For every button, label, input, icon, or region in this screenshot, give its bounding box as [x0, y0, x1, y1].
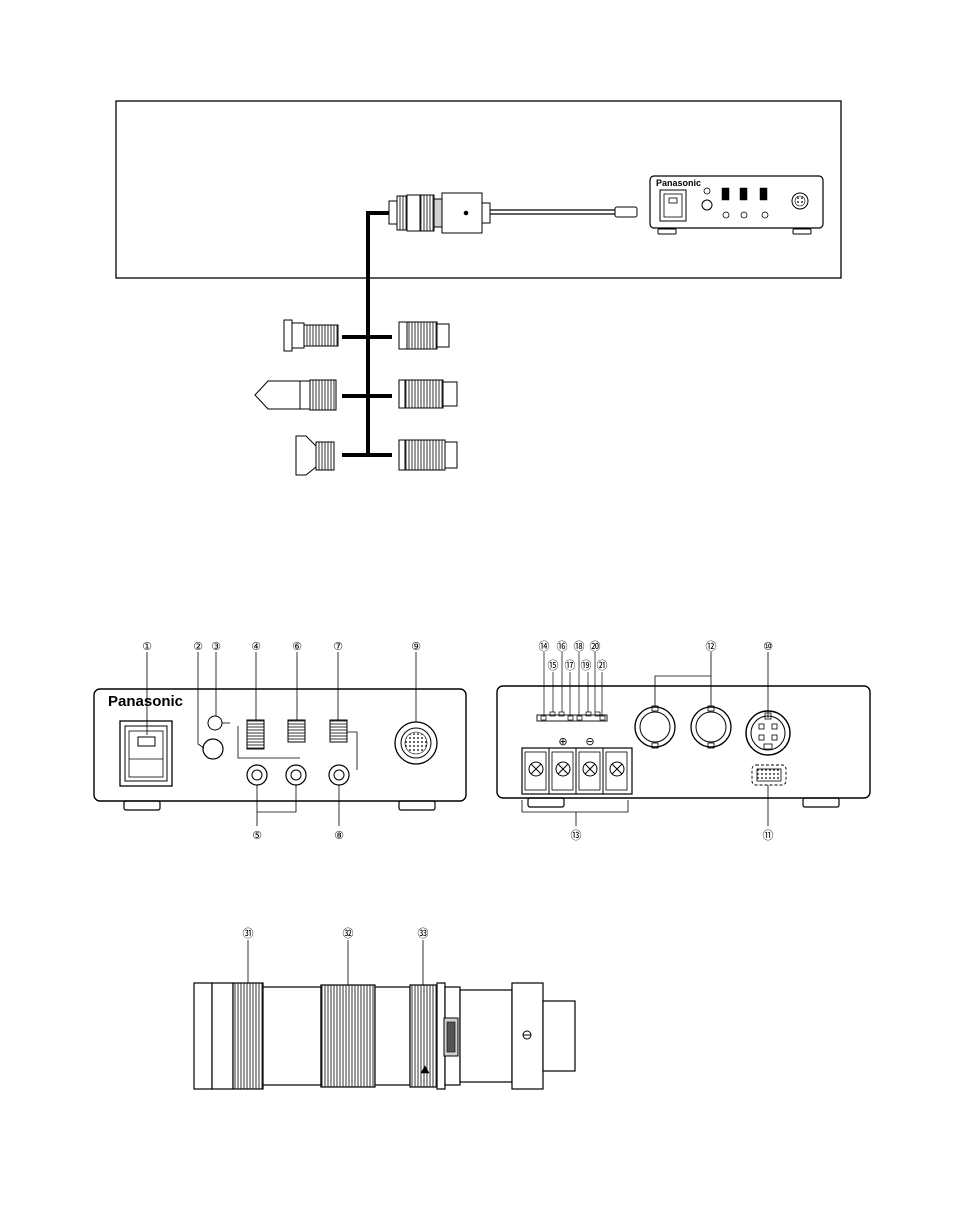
rear-callouts: ⑭ ⑯ ⑱ ⑳ ⑮ ⑰ ⑲ ㉑ ⑫ ⑩ ⑬ ⑪ ⊕ ⊖: [539, 640, 774, 842]
rear-panel: [496, 652, 871, 826]
power-switch[interactable]: [119, 720, 173, 787]
lens-front-cap: [193, 982, 213, 1090]
callout-20: ⑳: [590, 640, 601, 653]
terminal-plus-mark: ⊕: [558, 735, 567, 748]
front-brand-logo: Panasonic: [108, 693, 183, 710]
lens-connection-line: [366, 211, 389, 455]
front-foot-right: [398, 800, 436, 811]
callout-1: ①: [142, 640, 152, 653]
rear-foot-right: [802, 797, 840, 808]
rear-foot-left: [527, 797, 565, 808]
knob-5-left[interactable]: [246, 764, 268, 786]
callout-33: ㉝: [418, 927, 429, 940]
adapter-option-3-right: [398, 439, 458, 471]
callout-5: ⑤: [252, 829, 262, 842]
terminal-block[interactable]: [521, 747, 633, 795]
slide-switch-7[interactable]: [329, 719, 348, 743]
slide-switch-4[interactable]: [246, 719, 265, 750]
callout-13: ⑬: [571, 829, 582, 842]
knob-8[interactable]: [328, 764, 350, 786]
cable-plug: [614, 206, 638, 218]
adapter-option-2-right: [398, 379, 458, 409]
system-overview: Panasonic: [115, 100, 842, 457]
lens-option-2-left: [254, 379, 337, 411]
dip-switch-bank[interactable]: [536, 711, 608, 722]
overview-frame: [115, 100, 842, 279]
callout-11: ⑪: [763, 829, 774, 842]
callout-32: ㉜: [343, 927, 354, 940]
lens-index-mark: [420, 1065, 430, 1074]
callout-17: ⑰: [565, 659, 576, 672]
terminal-minus-mark: ⊖: [585, 735, 594, 748]
front-panel-body: [93, 688, 467, 802]
lens-mount: [542, 1000, 576, 1072]
lens-detail: [193, 940, 576, 1090]
adapter-option-1-right: [398, 321, 450, 350]
lens-callouts: ㉛ ㉜ ㉝: [243, 927, 429, 940]
dotted-connector[interactable]: [751, 764, 787, 786]
callout-8: ⑧: [334, 829, 344, 842]
callout-4: ④: [251, 640, 261, 653]
front-panel: [93, 652, 467, 826]
bnc-connector-left[interactable]: [634, 705, 676, 749]
callout-3: ③: [211, 640, 221, 653]
bnc-connector-right[interactable]: [690, 705, 732, 749]
push-button[interactable]: [202, 738, 224, 760]
callout-2: ②: [193, 640, 203, 653]
lens-ring-31[interactable]: [232, 982, 264, 1090]
callout-12: ⑫: [706, 640, 717, 653]
callout-16: ⑯: [557, 640, 568, 653]
multi-pin-connector[interactable]: [394, 721, 438, 765]
callout-21: ㉑: [597, 659, 608, 672]
front-foot-left: [123, 800, 161, 811]
callout-14: ⑭: [539, 640, 550, 653]
callout-9: ⑨: [411, 640, 421, 653]
slide-switch-6[interactable]: [287, 719, 306, 743]
lens-option-3-left: [295, 435, 335, 476]
callout-18: ⑱: [574, 640, 585, 653]
front-callouts: ① ② ③ ④ ⑥ ⑦ ⑨ ⑤ ⑧: [142, 640, 421, 842]
lens-ring-32[interactable]: [320, 984, 376, 1088]
callout-7: ⑦: [333, 640, 343, 653]
callout-10: ⑩: [763, 640, 773, 653]
callout-15: ⑮: [548, 659, 559, 672]
lens-option-1-left: [283, 319, 339, 352]
small-control-unit: [649, 175, 824, 235]
callout-31: ㉛: [243, 927, 254, 940]
small-brand-logo: Panasonic: [656, 178, 701, 188]
knob-5-right[interactable]: [285, 764, 307, 786]
callout-6: ⑥: [292, 640, 302, 653]
callout-19: ⑲: [581, 659, 592, 672]
lens-barrel: [262, 986, 322, 1086]
camera-head: [388, 192, 491, 234]
